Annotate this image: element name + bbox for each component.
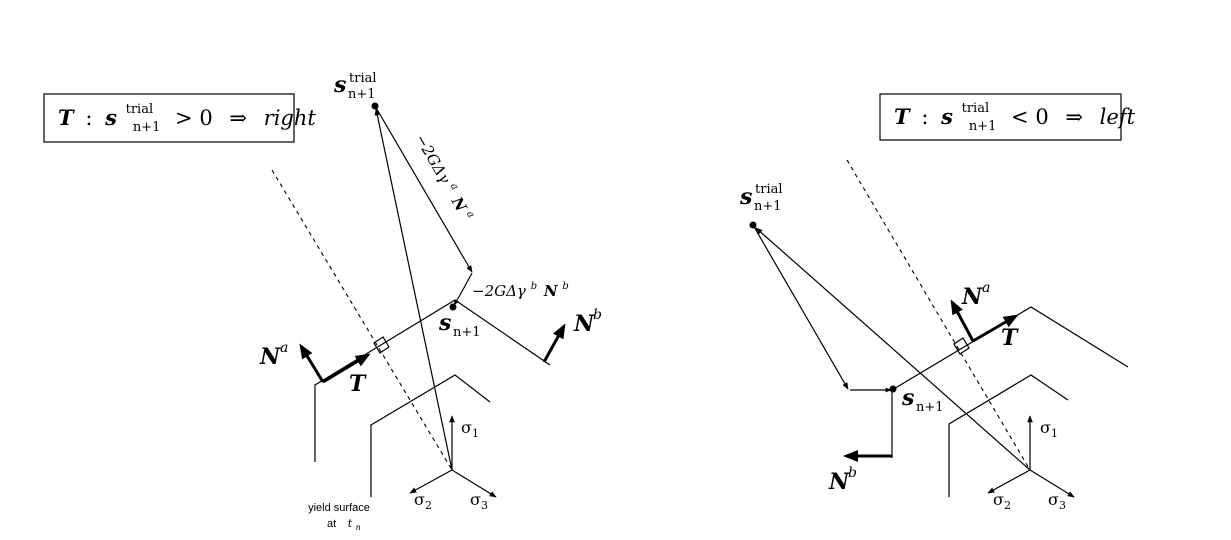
left-T-label: T [349,371,367,397]
right-condition-frame [879,93,1122,141]
right-s-next-point [889,385,897,393]
left-N-a-arrow [299,343,325,383]
right-right-angle-marker [953,337,970,355]
left-correction-b-arrow [453,294,461,306]
left-N-b-label: N b [573,307,602,337]
right-N-a-label: N a [961,280,990,310]
left-condition-frame [43,93,295,143]
right-sigma2-axis [987,469,1031,494]
right-trial-stress-arrow [755,227,1031,471]
left-sigma3-label: σ 3 [470,490,488,512]
right-sigma1-label: σ 1 [1040,418,1058,440]
right-dashed-line [846,159,1031,471]
left-trial-stress-arrow [374,108,453,471]
right-T-arrow [972,314,1019,343]
right-s-trial-label: s trial n+1 [739,174,790,214]
left-dashed-line [271,169,453,471]
left-N-a-label: N a [259,340,288,370]
left-yield-label-line1: yield surface [308,502,370,514]
left-inner-yield-surface [370,374,491,497]
right-sigma3-axis [1029,469,1075,498]
left-T-arrow [322,353,371,384]
left-s-next-label: s n+1 [438,310,481,340]
right-s-next-label: s n+1 [901,385,944,415]
left-condition-box: T : s trial n+1 > 0 ⇒ right [43,93,316,143]
left-right-angle-marker [373,336,390,354]
left-condition-text: T : s trial n+1 > 0 ⇒ right [58,94,316,136]
right-inner-yield-surface [948,374,1069,497]
right-sigma3-label: σ 3 [1048,490,1066,512]
left-s-next-point [449,303,457,311]
right-condition-text: T : s trial n+1 < 0 ⇒ left [894,93,1136,135]
left-s-trial-point [371,102,379,110]
right-s-trial-point [749,221,757,229]
left-sigma2-label: σ 2 [414,490,432,512]
right-N-b-label: N b [828,465,857,495]
left-sigma1-label: σ 1 [461,418,479,440]
left-sigma3-axis [451,469,497,498]
svg-text:−2GΔγ a N: −2GΔγ a N a [412,128,482,224]
left-N-b-arrow [542,323,566,363]
left-yield-label-line2: at t n [327,517,361,532]
left-correction-b-label: −2GΔγ b N b [472,275,569,300]
right-sigma2-label: σ 2 [993,490,1011,512]
left-sigma2-axis [409,469,453,494]
right-T-label: T [1001,325,1019,351]
left-correction-a-arrow [374,105,473,273]
right-correction-a-arrow [752,224,849,390]
left-correction-b-line [459,272,473,296]
left-outer-yield-surface [314,299,551,462]
right-condition-box: T : s trial n+1 < 0 ⇒ left [879,93,1136,141]
left-s-trial-label: s trial n+1 [333,63,384,102]
right-diagram: T : s trial n+1 < 0 ⇒ left [739,93,1136,512]
right-N-a-arrow [950,299,975,342]
left-correction-a-label: −2GΔγ a N a [412,128,482,224]
right-outer-yield-surface [891,306,1129,458]
left-diagram: T : s trial n+1 > 0 ⇒ right [43,63,602,532]
